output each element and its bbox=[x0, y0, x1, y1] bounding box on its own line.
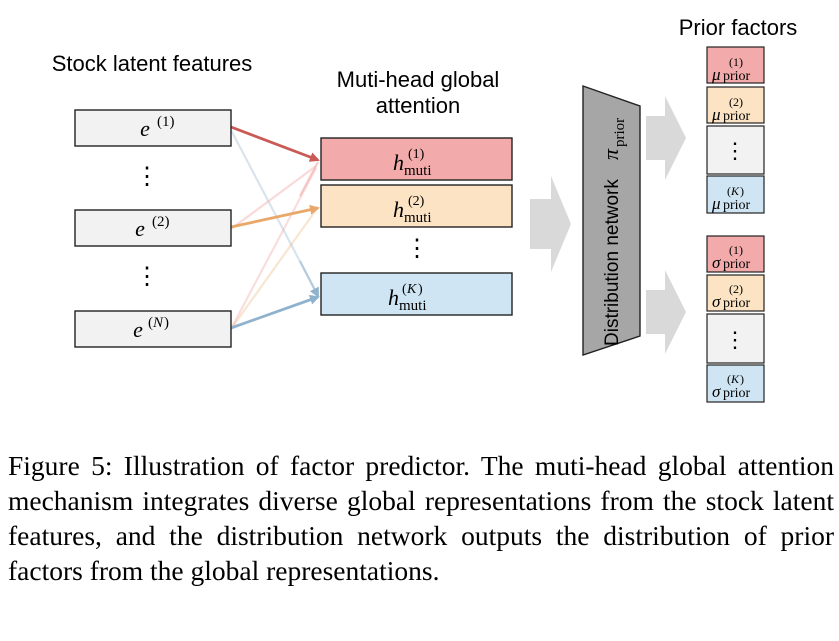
distribution-network-shape bbox=[582, 85, 641, 356]
mu1-symbol: μ bbox=[711, 65, 721, 84]
sigma1-superscript: (1) bbox=[729, 243, 743, 257]
hK-subscript: muti bbox=[399, 298, 427, 314]
eN-superscript-close: ) bbox=[164, 315, 169, 331]
latent-feature-eN: e ( N ) bbox=[74, 310, 232, 348]
sigmaK-subscript: prior bbox=[723, 386, 751, 401]
muK-symbol: μ bbox=[711, 194, 721, 213]
distribution-network-text: Distribution network bbox=[602, 179, 623, 346]
e2-symbol: e bbox=[135, 216, 145, 241]
faint-arrowheads bbox=[299, 161, 319, 298]
sigma1-symbol: σ bbox=[712, 253, 721, 272]
connection-e2-h1-faint bbox=[230, 165, 317, 230]
muK-superscript-close: ) bbox=[740, 184, 744, 198]
factor-predictor-diagram: Stock latent features Muti-head global a… bbox=[52, 15, 798, 403]
ellipsis-h: ⋮ bbox=[405, 236, 429, 262]
block-arrow-to-sigma bbox=[646, 270, 686, 354]
mu2-subscript: prior bbox=[723, 109, 751, 124]
strong-connections bbox=[230, 125, 320, 330]
block-arrow-to-network bbox=[530, 176, 571, 272]
sigma1-subscript: prior bbox=[723, 257, 751, 272]
ellipsis-e-1: ⋮ bbox=[135, 164, 159, 190]
connection-e2-hK bbox=[231, 229, 316, 293]
arrow-eN-h1 bbox=[299, 161, 319, 197]
attention-head-K: h ( K ) muti bbox=[320, 272, 513, 316]
hK-superscript-letter: K bbox=[406, 282, 417, 297]
block-arrow-to-mu bbox=[646, 96, 686, 180]
eN-superscript-open: ( bbox=[148, 315, 153, 331]
attention-head-1: h (1) muti bbox=[320, 137, 513, 181]
muK-subscript: prior bbox=[723, 198, 751, 213]
prior-factors-title: Prior factors bbox=[679, 15, 798, 40]
muK-superscript-open: ( bbox=[727, 184, 731, 198]
sigmaK-superscript-letter: K bbox=[730, 372, 740, 386]
sigma2-subscript: prior bbox=[723, 296, 751, 311]
arrow-e2-h2 bbox=[230, 204, 320, 229]
attention-head-2: h (2) muti bbox=[320, 184, 513, 228]
h1-subscript: muti bbox=[404, 163, 432, 179]
connection-eN-h2 bbox=[230, 209, 317, 330]
mu-column: μ (1) prior μ (2) prior ⋮ μ ( K ) prior bbox=[706, 46, 765, 214]
latent-feature-e1: e (1) bbox=[74, 109, 232, 147]
figure-caption: Figure 5: Illustration of factor predict… bbox=[8, 450, 834, 586]
e1-superscript: (1) bbox=[157, 114, 175, 130]
eN-superscript-letter: N bbox=[152, 315, 164, 331]
h1-symbol: h bbox=[393, 150, 404, 175]
e2-superscript: (2) bbox=[152, 214, 170, 230]
sigmaK-superscript-close: ) bbox=[740, 372, 744, 386]
faint-connections bbox=[230, 129, 317, 330]
sigmaK-symbol: σ bbox=[712, 382, 721, 401]
sigma-column: σ (1) prior σ (2) prior ⋮ σ ( K ) prior bbox=[706, 235, 765, 403]
arrow-e1-h1 bbox=[230, 125, 320, 162]
arrow-e1-hK bbox=[299, 260, 319, 298]
mu2-symbol: μ bbox=[711, 105, 721, 124]
h2-symbol: h bbox=[393, 197, 404, 222]
attention-title-line1: Muti-head global bbox=[337, 67, 500, 92]
mu-ellipsis: ⋮ bbox=[724, 138, 746, 163]
pi-subscript: prior bbox=[612, 118, 628, 147]
mu1-subscript: prior bbox=[723, 69, 751, 84]
ellipsis-e-2: ⋮ bbox=[135, 264, 159, 290]
sigma2-symbol: σ bbox=[712, 292, 721, 311]
hK-superscript-open: ( bbox=[402, 282, 407, 297]
eN-symbol: e bbox=[133, 317, 143, 342]
hK-superscript-close: ) bbox=[418, 282, 423, 297]
mu2-superscript: (2) bbox=[729, 95, 743, 109]
attention-title-line2: attention bbox=[376, 93, 460, 118]
sigmaK-superscript-open: ( bbox=[727, 372, 731, 386]
h1-superscript: (1) bbox=[408, 147, 425, 162]
h2-superscript: (2) bbox=[408, 194, 425, 209]
h2-subscript: muti bbox=[404, 210, 432, 226]
hK-symbol: h bbox=[388, 285, 399, 310]
sigma-ellipsis: ⋮ bbox=[724, 327, 746, 352]
latent-feature-e2: e (2) bbox=[74, 209, 232, 247]
mu1-superscript: (1) bbox=[729, 55, 743, 69]
arrow-eN-hK bbox=[230, 294, 320, 330]
sigma2-superscript: (2) bbox=[729, 282, 743, 296]
pi-symbol: π bbox=[598, 148, 623, 160]
stock-latent-features-title: Stock latent features bbox=[52, 51, 253, 76]
e1-symbol: e bbox=[140, 116, 150, 141]
muK-superscript-letter: K bbox=[730, 184, 740, 198]
distribution-network-label: Distribution network π prior bbox=[598, 118, 628, 346]
